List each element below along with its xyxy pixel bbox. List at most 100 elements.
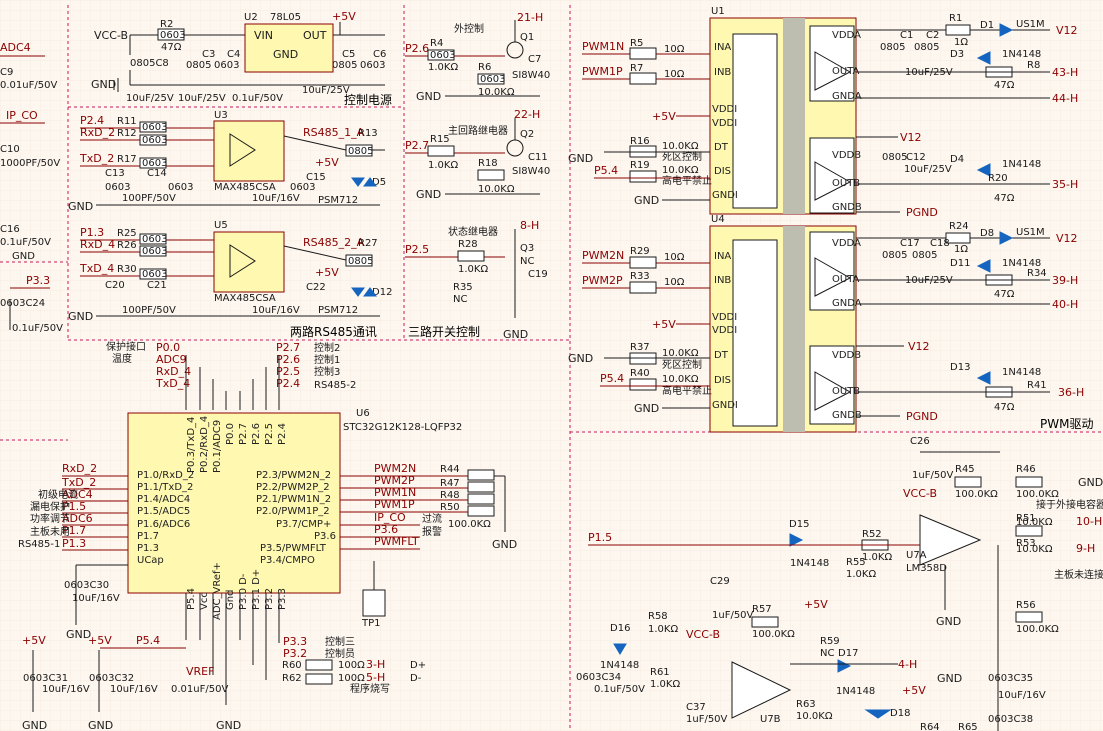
c3-value: 10uF/25V (178, 93, 226, 104)
sw-r6: R6 (478, 62, 491, 73)
c9-value: 0.01uF/50V (0, 80, 57, 91)
sw-r15-val: 1.0KΩ (428, 160, 458, 171)
u3-label: U3 (214, 110, 228, 121)
op-r63: R63 (796, 699, 816, 710)
u4-vddi1: VDDI (712, 312, 737, 323)
pwm-v12-1: V12 (1056, 24, 1078, 37)
sw-r28-val: 1.0KΩ (458, 264, 488, 275)
op-note2: 主板未连接 (1054, 568, 1103, 581)
rs-cap-val-2: 100PF/50V (122, 305, 176, 316)
pwm-r33: R33 (630, 271, 650, 282)
op-d17: D17 (838, 648, 858, 659)
section-title-switch: 三路开关控制 (408, 324, 480, 339)
sw-r4-pkg: 0603 (430, 50, 455, 61)
c9-label: C9 (0, 67, 13, 78)
pwm-c12: C12 (906, 152, 926, 163)
mcu-ctrl5: 控制员 (325, 647, 355, 660)
mcu-left-net-2: ADC4 (62, 488, 93, 501)
pwm-pgnd-2: PGND (906, 410, 938, 423)
mcu-left-net-1: TxD_2 (61, 476, 96, 489)
rs-txd2: TxD_2 (79, 152, 114, 165)
c24-value: 0.1uF/50V (12, 323, 63, 334)
mcu-left-pin-3: P1.5/ADC5 (137, 506, 190, 517)
mcu-top-pin-6: P2.5 (264, 423, 275, 445)
mcu-top-pin-3: P0.0 (225, 423, 236, 445)
section-title-power: 控制电源 (344, 93, 392, 107)
c4-pkg: 0603 (214, 60, 239, 71)
mcu-bottom-pin-7: P3.3 (277, 588, 288, 610)
pwm-r8-val: 47Ω (994, 80, 1015, 91)
u1-outa: OUTA (832, 66, 860, 77)
u1-vdda: VDDA (832, 30, 861, 41)
gnd-label: GND (12, 251, 35, 262)
mcu-alarm: 报警 (422, 525, 442, 538)
sw-r4: R4 (430, 38, 443, 49)
sw-c11: C11 (528, 152, 548, 163)
rs-r11: R11 (117, 116, 137, 127)
rs-c13: C13 (105, 168, 125, 179)
mcu-right-pin-6: P3.5/PWMFLT (260, 543, 327, 554)
op-r56-val: 100.0KΩ (1016, 624, 1059, 635)
u1-vddb: VDDB (832, 150, 861, 161)
u1-ina: INA (714, 42, 731, 53)
sw-c7: C7 (528, 54, 541, 65)
rs-r11-pkg: 0603 (142, 122, 167, 133)
rs-psm1: PSM712 (318, 195, 358, 206)
u1-gnda: GNDA (832, 91, 862, 102)
u4-dis: DIS (714, 375, 731, 386)
rs-r30-pkg: 0603 (142, 269, 167, 280)
mcu-right-pin-0: P2.3/PWM2N_2 (256, 470, 331, 481)
op-note1: 接于外接电容器 (1036, 498, 1103, 511)
u4-outa: OUTA (832, 274, 860, 285)
op-d16-part: 1N4148 (600, 660, 639, 671)
mcu-dminus: D- (410, 673, 422, 684)
mcu-right-nets: PWM2N PWM2P PWM1N PWM1P IP_CO P3.6 PWMFL… (340, 462, 468, 550)
pwm-dead-1: 死区控制 (662, 150, 702, 163)
rs-r17-pkg: 0603 (142, 158, 167, 169)
mcu-top-pin-2: P0.1/ADC9 (212, 420, 223, 473)
rs485-2-a: RS485_2_A (303, 236, 365, 249)
u1-vddi2: VDDI (712, 118, 737, 129)
pwm-high-1: 高电平禁止 (662, 174, 712, 187)
u7b-opamp (731, 661, 792, 719)
pwm-v12-3: V12 (1056, 232, 1078, 245)
pwm-43h: 43-H (1052, 66, 1078, 79)
mcu-left-pin-1: P1.1/TxD_2 (137, 482, 193, 493)
u1-isolation (783, 18, 805, 214)
u1-gndi: GNDI (712, 190, 738, 201)
op-r45-val: 100.0KΩ (955, 489, 998, 500)
sw-r4-val: 1.0KΩ (428, 62, 458, 73)
mcu-top-net-r3: P2.4 (276, 377, 300, 390)
sw-r35: R35 (453, 282, 473, 293)
pwm-d11-part: 1N4148 (1002, 258, 1041, 269)
net-ip-co: IP_CO (6, 109, 38, 122)
pwm-r7-val: 10Ω (664, 69, 685, 80)
rs-c21: C21 (147, 280, 167, 291)
mcu-chip (127, 412, 341, 594)
op-r65: R65 (958, 722, 978, 731)
mcu-right-net-4: IP_CO (374, 511, 406, 524)
pwm-us1m-2: US1M (1016, 227, 1045, 238)
pwm-v12-2: V12 (900, 131, 922, 144)
section-title-rs485: 两路RS485通讯 (290, 324, 377, 339)
u2-out: OUT (303, 29, 327, 42)
pwm-r37: R37 (630, 342, 650, 353)
mcu-left-pin-0: P1.0/RxD_2 (137, 470, 194, 481)
c5-pkg: 0805 (332, 60, 357, 71)
mcu-top-note-2: 控制3 (314, 365, 340, 378)
vcc-b-label: VCC-B (94, 29, 128, 42)
op-c35: 0603C35 (988, 673, 1033, 684)
rs-r27: R27 (358, 238, 378, 249)
r2-body (157, 28, 185, 41)
pwm-plus5-1: +5V (652, 110, 676, 123)
mcu-right-pin-5: P3.6 (314, 531, 336, 542)
rs-r30: R30 (117, 264, 137, 275)
u4-dt: DT (714, 350, 729, 361)
mcu-gnd-r: GND (492, 538, 517, 551)
c4-label: C4 (227, 49, 240, 60)
op-r64: R64 (920, 722, 940, 731)
rs-r13: R13 (358, 128, 378, 139)
rs-plus5: +5V (315, 156, 339, 169)
pwm-d4: D4 (950, 154, 964, 165)
mcu-u6: U6 (356, 408, 370, 419)
